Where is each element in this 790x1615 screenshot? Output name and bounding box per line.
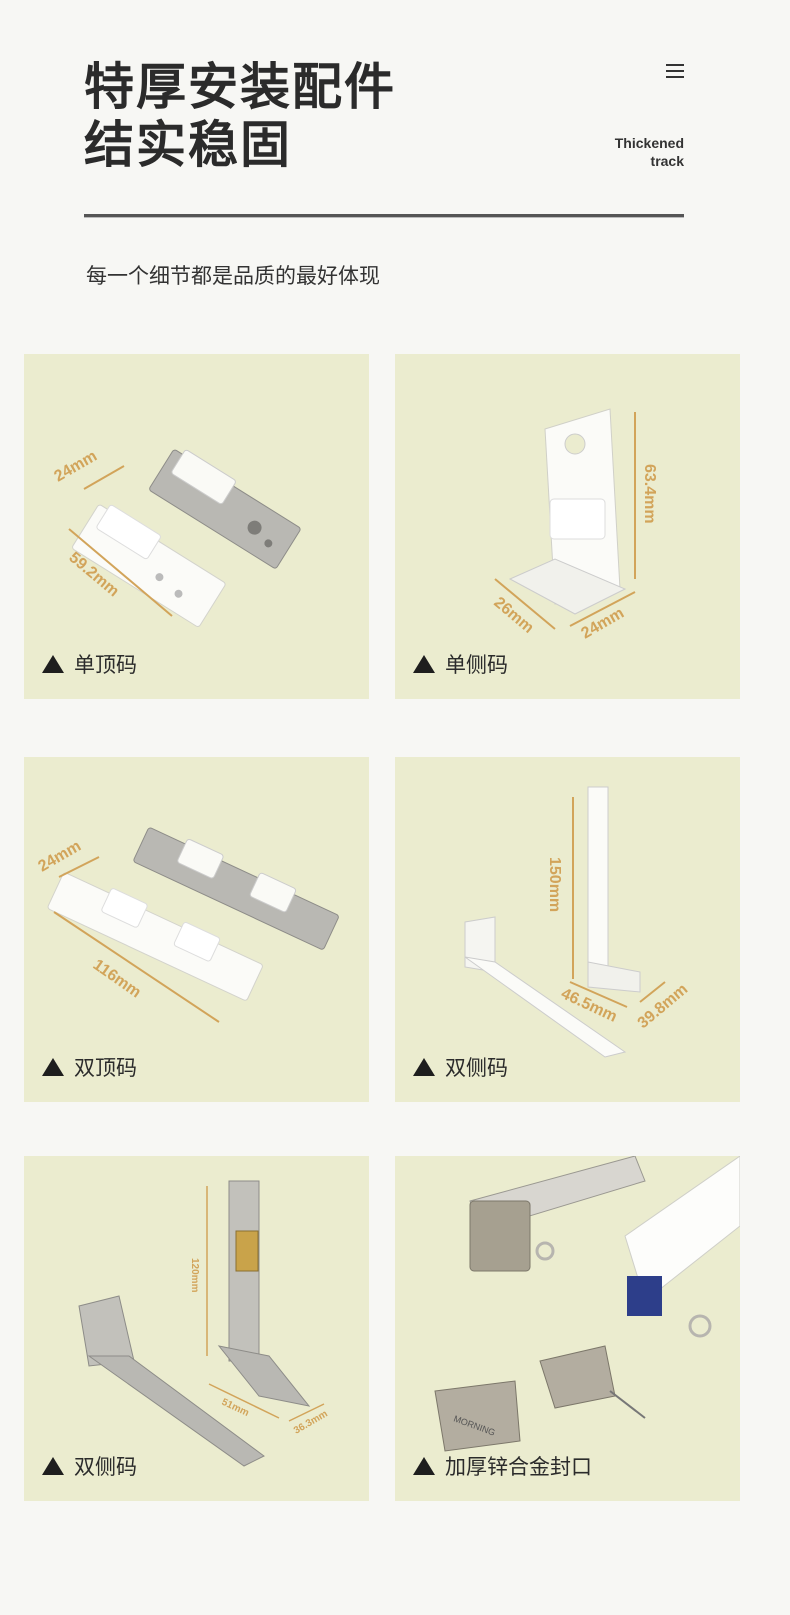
header-divider: [84, 214, 684, 218]
end-cap-2: [539, 1345, 646, 1419]
menu-icon[interactable]: [666, 64, 684, 78]
double-top-bracket-illustration: 24mm 116mm: [36, 827, 339, 1023]
tile-caption: 加厚锌合金封口: [413, 1451, 592, 1481]
page-title: 特厚安装配件 结实稳固: [84, 58, 396, 174]
dimension-label: 120mm: [189, 1258, 200, 1293]
tile-caption-text: 双顶码: [74, 1056, 137, 1080]
single-top-bracket-illustration: 24mm 59.2mm: [52, 448, 301, 627]
end-cap-1: MORNING: [434, 1380, 521, 1452]
triangle-icon: [42, 1457, 64, 1475]
dimension-label: 24mm: [579, 605, 628, 643]
triangle-icon: [413, 655, 435, 673]
dimension-label: 51mm: [220, 1397, 251, 1419]
triangle-icon: [42, 655, 64, 673]
triangle-icon: [42, 1058, 64, 1076]
product-tile-double-top: 24mm 116mm 双顶码: [24, 757, 369, 1102]
double-side-steel-bracket-illustration: 120mm 51mm 36.3mm: [78, 1180, 330, 1467]
dimension-label: 24mm: [36, 838, 85, 876]
single-side-bracket-illustration: 63.4mm 26mm 24mm: [490, 408, 658, 643]
dimension-label: 63.4mm: [641, 464, 658, 524]
dimension-label: 26mm: [490, 594, 536, 637]
dimension-label: 116mm: [90, 956, 144, 1001]
title-line-2: 结实稳固: [84, 116, 292, 174]
dimension-label: 39.8mm: [635, 981, 692, 1032]
tile-caption-text: 双侧码: [445, 1056, 508, 1080]
tile-caption-text: 双侧码: [74, 1455, 137, 1479]
tile-caption: 单顶码: [42, 649, 137, 679]
english-label-line-1: Thickened: [614, 135, 684, 151]
tile-caption-text: 单侧码: [445, 653, 508, 677]
dimension-label: 24mm: [52, 448, 101, 486]
tile-caption-text: 加厚锌合金封口: [445, 1455, 592, 1479]
tile-caption: 双侧码: [413, 1052, 508, 1082]
product-tile-single-top: 24mm 59.2mm 单顶码: [24, 354, 369, 699]
dimension-label: 150mm: [546, 857, 563, 912]
product-tile-single-side: 63.4mm 26mm 24mm 单侧码: [395, 354, 740, 699]
product-tile-double-side: 150mm 46.5mm 39.8mm 双侧码: [395, 757, 740, 1102]
zinc-end-cap-illustration: MORNING: [434, 1156, 740, 1452]
tile-caption: 双侧码: [42, 1451, 137, 1481]
product-tile-double-side-steel: 120mm 51mm 36.3mm 双侧码: [24, 1156, 369, 1501]
triangle-icon: [413, 1058, 435, 1076]
tile-caption: 单侧码: [413, 649, 508, 679]
english-label-line-2: track: [650, 153, 684, 169]
subtitle: 每一个细节都是品质的最好体现: [86, 264, 380, 288]
product-tile-zinc-end-cap: MORNING 加厚锌合金封口: [395, 1156, 740, 1501]
double-side-bracket-illustration: 150mm 46.5mm 39.8mm: [464, 786, 692, 1058]
tile-caption-text: 单顶码: [74, 653, 137, 677]
title-line-1: 特厚安装配件: [84, 58, 396, 116]
triangle-icon: [413, 1457, 435, 1475]
tile-caption: 双顶码: [42, 1052, 137, 1082]
english-label: Thickened track: [615, 134, 684, 170]
dimension-label: 36.3mm: [292, 1408, 330, 1436]
